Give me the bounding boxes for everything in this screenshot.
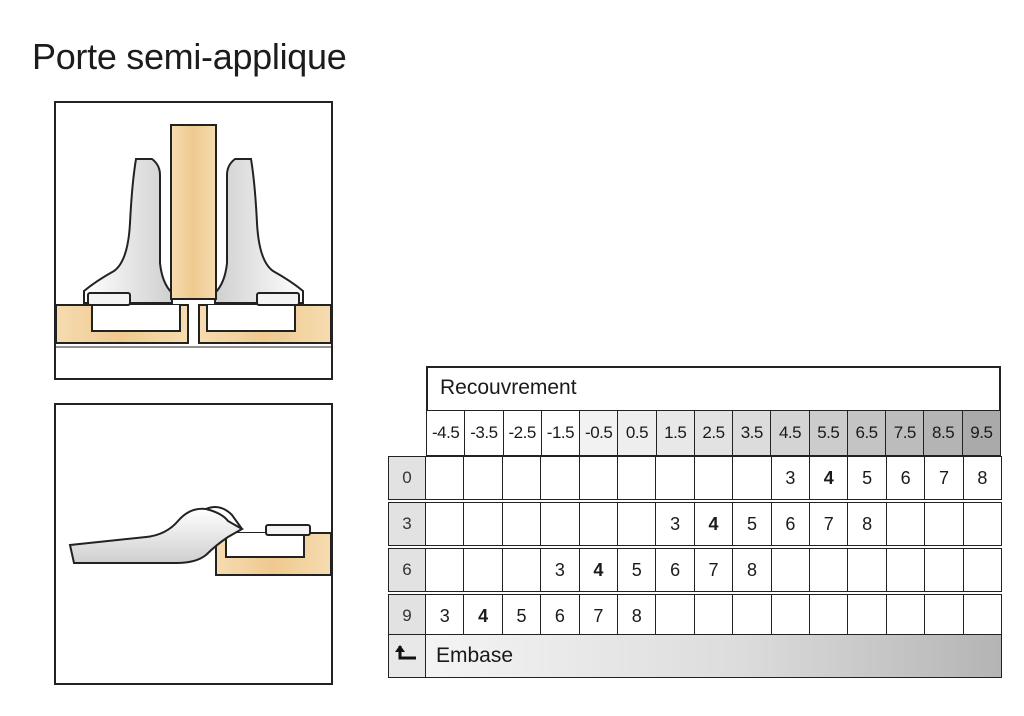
column-header: 0.5 [618, 410, 657, 456]
table-cell [579, 456, 619, 500]
table-cell [656, 456, 695, 500]
column-header: -1.5 [541, 410, 581, 456]
table-cell [733, 594, 772, 638]
row-label: 3 [388, 502, 426, 546]
table-cell: 8 [848, 502, 887, 546]
table-cell: 5 [733, 502, 772, 546]
table-cell [771, 548, 811, 592]
column-header: 8.5 [924, 410, 963, 456]
column-header: 1.5 [656, 410, 695, 456]
column-header: 5.5 [809, 410, 848, 456]
table-cell: 4 [464, 594, 503, 638]
column-header: -3.5 [465, 410, 504, 456]
table-cell: 8 [733, 548, 772, 592]
table-cell [963, 502, 1003, 546]
table-cell [464, 456, 503, 500]
recouvrement-label: Recouvrement [440, 376, 577, 399]
table-cell: 3 [656, 502, 695, 546]
table-cell [541, 502, 580, 546]
table-cell [771, 594, 811, 638]
column-header: -0.5 [580, 410, 619, 456]
table-cell: 5 [502, 594, 542, 638]
table-cell [541, 456, 580, 500]
table-cell [886, 502, 926, 546]
embase-row: Embase [388, 634, 1002, 678]
table-cell [694, 594, 734, 638]
table-cell [579, 502, 619, 546]
page-title: Porte semi-applique [32, 36, 347, 77]
column-header: 7.5 [886, 410, 925, 456]
table-cell [925, 594, 964, 638]
table-cell [618, 456, 657, 500]
hinge-front-view-illustration [54, 101, 333, 380]
recouvrement-header: Recouvrement [426, 366, 1001, 410]
table-cell: 6 [541, 594, 580, 638]
table-cell: 3 [541, 548, 580, 592]
column-header: -2.5 [503, 410, 542, 456]
table-cell: 6 [771, 502, 811, 546]
column-header: -4.5 [426, 410, 466, 456]
table-cell: 5 [848, 456, 887, 500]
row-label: 0 [388, 456, 426, 500]
return-arrow-icon [395, 645, 416, 660]
table-cell: 6 [656, 548, 695, 592]
row-label: 6 [388, 548, 426, 592]
table-cell [502, 502, 542, 546]
table-cell: 6 [886, 456, 926, 500]
table-cell [886, 548, 926, 592]
table-cell [426, 456, 465, 500]
table-cell: 5 [618, 548, 657, 592]
table-cell: 4 [579, 548, 619, 592]
table-cell: 8 [618, 594, 657, 638]
column-header: 2.5 [694, 410, 734, 456]
table-cell [464, 502, 503, 546]
table-cell [502, 548, 542, 592]
column-header: 9.5 [962, 410, 1001, 456]
hinge-side-view-illustration [54, 403, 333, 685]
table-cell: 7 [579, 594, 619, 638]
table-cell [810, 548, 849, 592]
table-cell [963, 548, 1003, 592]
table-cell [925, 548, 964, 592]
table-cell: 8 [963, 456, 1003, 500]
table-cell [733, 456, 772, 500]
table-cell: 3 [771, 456, 811, 500]
table-cell: 3 [426, 594, 465, 638]
column-header: 4.5 [771, 410, 810, 456]
table-cell [656, 594, 695, 638]
table-cell [848, 548, 887, 592]
table-cell: 7 [925, 456, 964, 500]
table-cell [464, 548, 503, 592]
table-cell [810, 594, 849, 638]
table-cell: 4 [810, 456, 849, 500]
table-cell [925, 502, 964, 546]
row-label: 9 [388, 594, 426, 638]
column-header: 3.5 [733, 410, 772, 456]
table-cell: 7 [694, 548, 734, 592]
column-header: 6.5 [847, 410, 887, 456]
table-cell [694, 456, 734, 500]
table-cell [502, 456, 542, 500]
table-cell [963, 594, 1003, 638]
table-cell: 4 [694, 502, 734, 546]
table-cell [426, 502, 465, 546]
table-cell: 7 [810, 502, 849, 546]
table-cell [426, 548, 465, 592]
table-cell [618, 502, 657, 546]
embase-icon-cell [388, 634, 426, 678]
table-cell [886, 594, 926, 638]
table-cell [848, 594, 887, 638]
embase-label: Embase [426, 634, 1002, 678]
